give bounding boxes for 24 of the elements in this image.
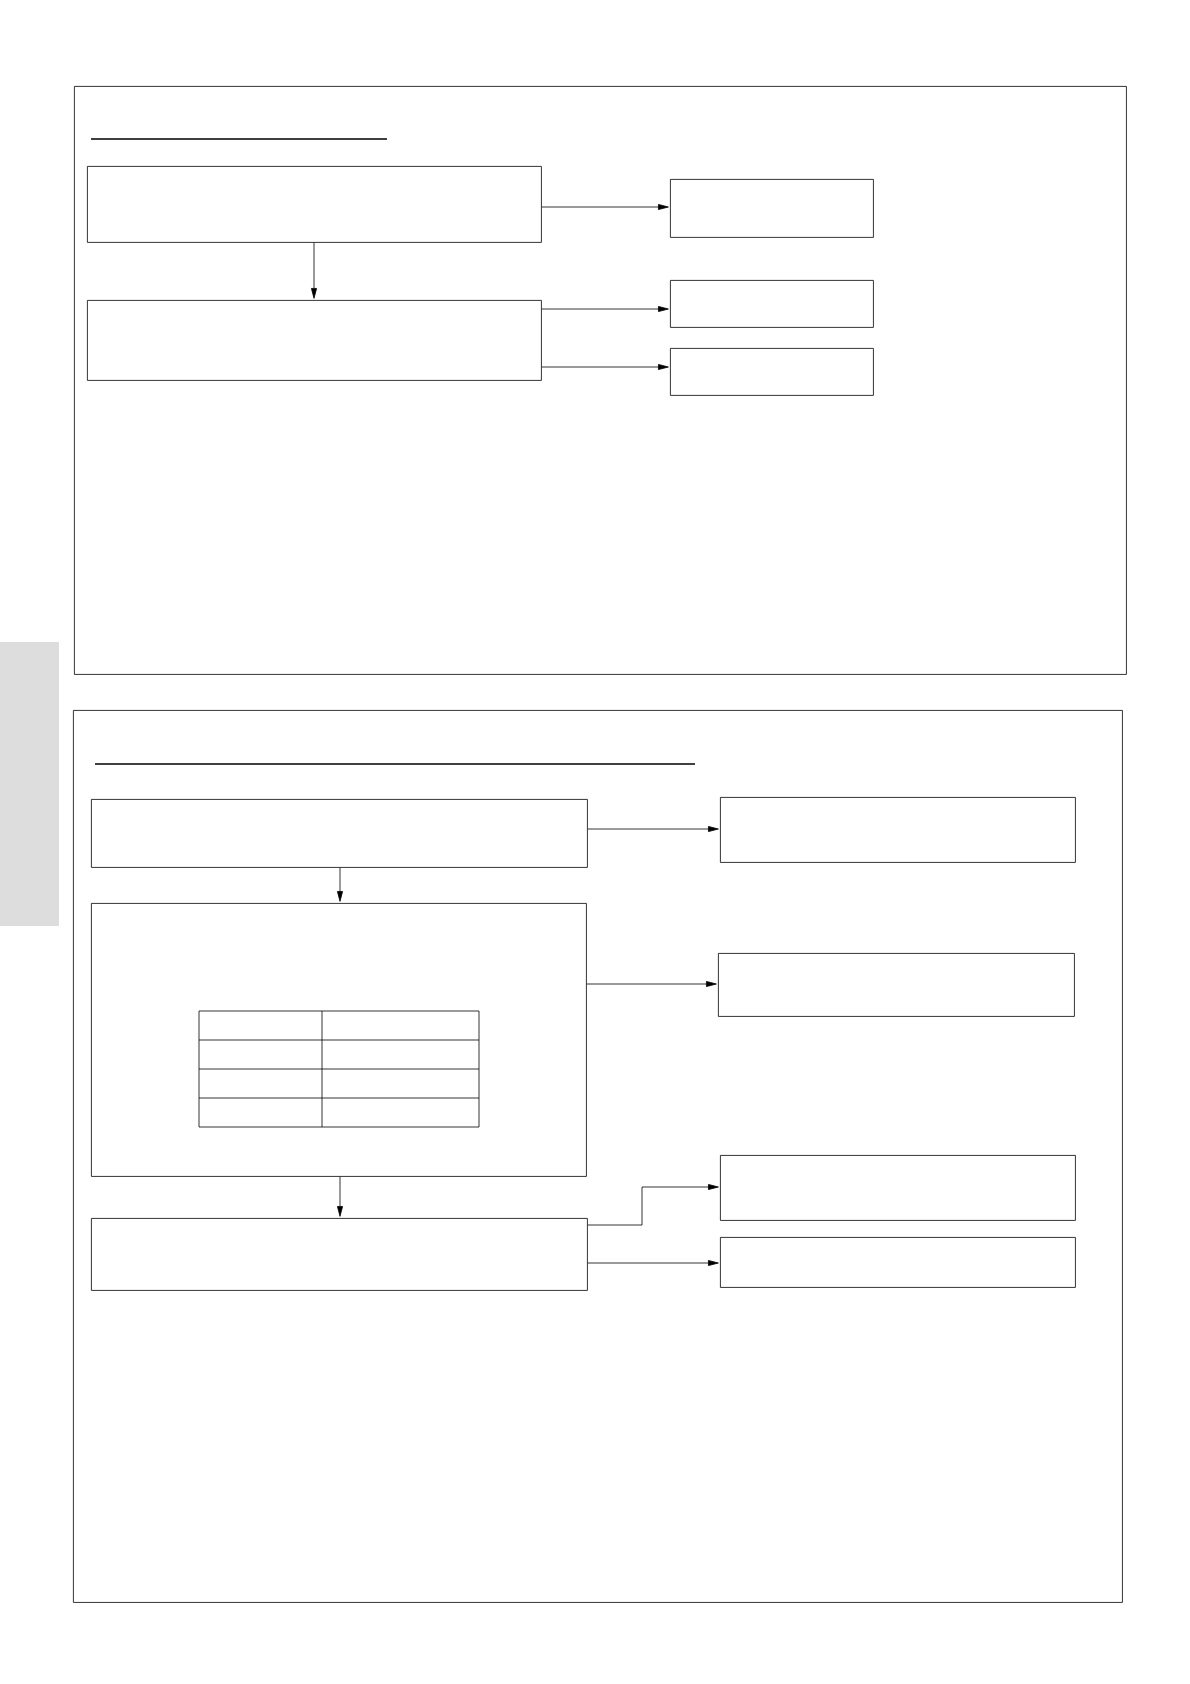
arrow (541, 306, 669, 312)
arrow (586, 981, 717, 987)
arrow (587, 1184, 719, 1226)
arrow (337, 1176, 343, 1217)
process-box (720, 1237, 1076, 1288)
process-box (91, 1218, 588, 1291)
panel (73, 710, 1123, 1603)
arrow (541, 204, 669, 210)
arrow (311, 242, 317, 299)
process-box (670, 179, 874, 238)
process-box (720, 1155, 1076, 1221)
process-box (87, 166, 542, 243)
arrow (587, 1260, 719, 1266)
arrow (587, 826, 719, 832)
arrow (337, 867, 343, 902)
process-box (718, 953, 1075, 1017)
arrow (541, 364, 669, 370)
process-box (91, 799, 588, 868)
process-box (91, 903, 587, 1177)
process-box (87, 300, 542, 381)
panel (74, 86, 1127, 675)
process-box (670, 348, 874, 396)
process-box (720, 797, 1076, 863)
process-box (670, 280, 874, 328)
